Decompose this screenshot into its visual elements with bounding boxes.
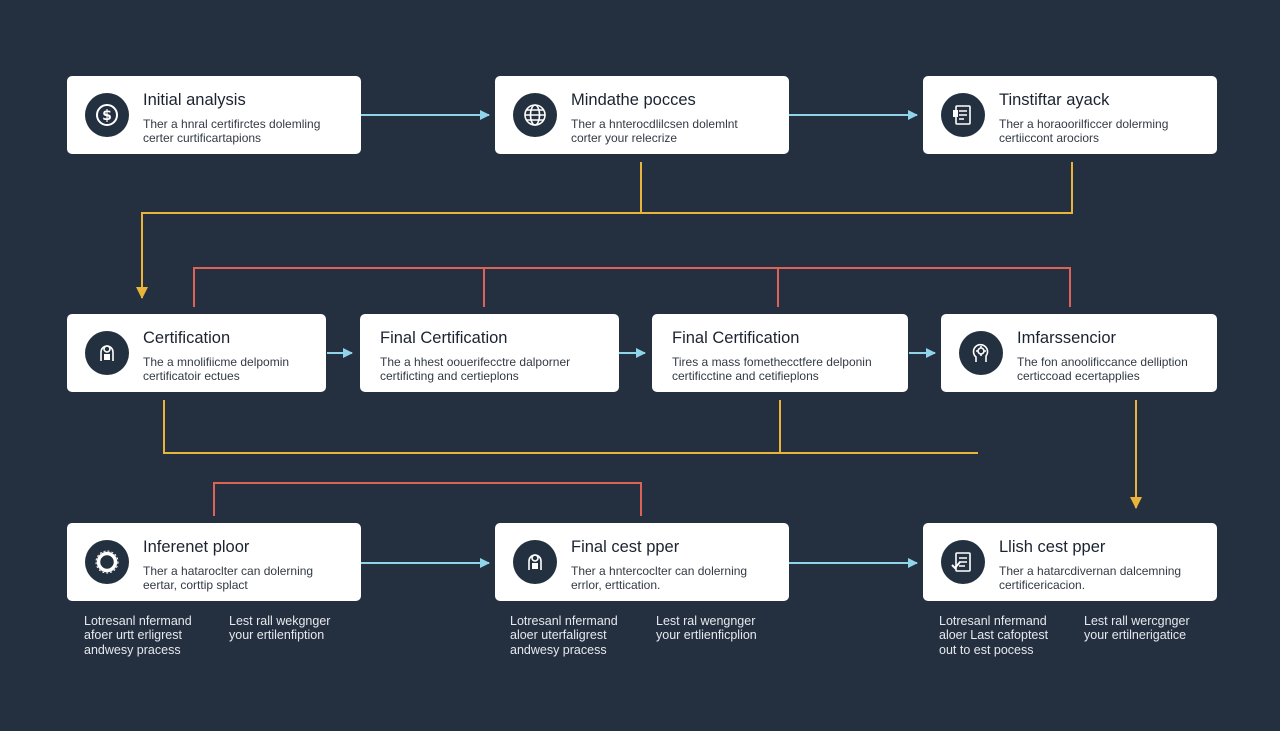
card-description: The fon anoolificcance delliption certic… [1017, 355, 1188, 383]
card-title: Imfarssencior [1017, 329, 1117, 347]
note-text: Lest ral wengnger your ertlienficplion [656, 614, 757, 643]
red-connector-lines [193, 267, 1071, 516]
note-text: Lotresanl nfermand aloer uterfaligrest a… [510, 614, 618, 657]
card-title: Inferenet ploor [143, 538, 250, 556]
yellow-connector-lines [136, 162, 1142, 509]
step-card-final-certification-1[interactable]: Final Certification The a hhest oouerife… [360, 314, 619, 392]
note-text: Lotresanl nfermand afoer urtt erligrest … [84, 614, 192, 657]
step-card-certification[interactable]: Certification The a mnolifiicme delpomin… [67, 314, 326, 392]
card-description: Ther a horaoorilficcer dolerming certiic… [999, 117, 1169, 145]
card-description: Ther a hatarcdivernan dalcemning certifi… [999, 564, 1182, 592]
card-title: Llish cest pper [999, 538, 1106, 556]
ring-icon [85, 540, 129, 584]
card-description: Tires a mass fomethecctfere delponin cer… [672, 355, 872, 383]
step-card-final-cest-pper[interactable]: Final cest pper Ther a hntercoclter can … [495, 523, 789, 601]
step-card-mindathe-pocces[interactable]: Mindathe pocces Ther a hnterocdlilcsen d… [495, 76, 789, 154]
step-card-imfarssencior[interactable]: Imfarssencior The fon anoolificcance del… [941, 314, 1217, 392]
svg-text:$: $ [102, 108, 112, 124]
card-title: Final Certification [672, 329, 800, 347]
note-text: Lest rall wekgnger your ertilenfiption [229, 614, 331, 643]
step-card-inferenet-ploor[interactable]: Inferenet ploor Ther a hataroclter can d… [67, 523, 361, 601]
card-description: The a mnolifiicme delpomin certificatoir… [143, 355, 290, 383]
dollar-icon: $ [85, 93, 129, 137]
person-puzzle-icon [85, 331, 129, 375]
card-title: Final Certification [380, 329, 508, 347]
document-icon [941, 93, 985, 137]
note-text: Lotresanl nfermand aloer Last cafoptest … [939, 614, 1049, 657]
flow-arrows [327, 110, 936, 568]
note-text: Lest rall wercgnger your ertilnerigatice [1084, 614, 1190, 643]
card-title: Mindathe pocces [571, 91, 696, 109]
step-card-tinstiftar-ayack[interactable]: Tinstiftar ayack Ther a horaoorilficcer … [923, 76, 1217, 154]
person-puzzle-icon [513, 540, 557, 584]
card-title: Initial analysis [143, 91, 246, 109]
card-description: Ther a hataroclter can dolerning eertar,… [143, 564, 314, 592]
globe-icon [513, 93, 557, 137]
card-description: Ther a hnterocdlilcsen dolemlnt corter y… [571, 117, 738, 145]
step-card-llish-cest-pper[interactable]: Llish cest pper Ther a hatarcdivernan da… [923, 523, 1217, 601]
head-gear-icon [959, 331, 1003, 375]
card-description: Ther a hntercoclter can dolerning errlor… [571, 564, 748, 592]
checklist-icon [941, 540, 985, 584]
card-description: Ther a hnral certifirctes dolemling cert… [143, 117, 321, 145]
card-title: Final cest pper [571, 538, 680, 556]
card-title: Tinstiftar ayack [999, 91, 1110, 109]
card-description: The a hhest oouerifecctre dalporner cert… [380, 355, 571, 383]
step-card-final-certification-2[interactable]: Final Certification Tires a mass fomethe… [652, 314, 908, 392]
step-card-initial-analysis[interactable]: $ Initial analysis Ther a hnral certifir… [67, 76, 361, 154]
card-title: Certification [143, 329, 231, 347]
